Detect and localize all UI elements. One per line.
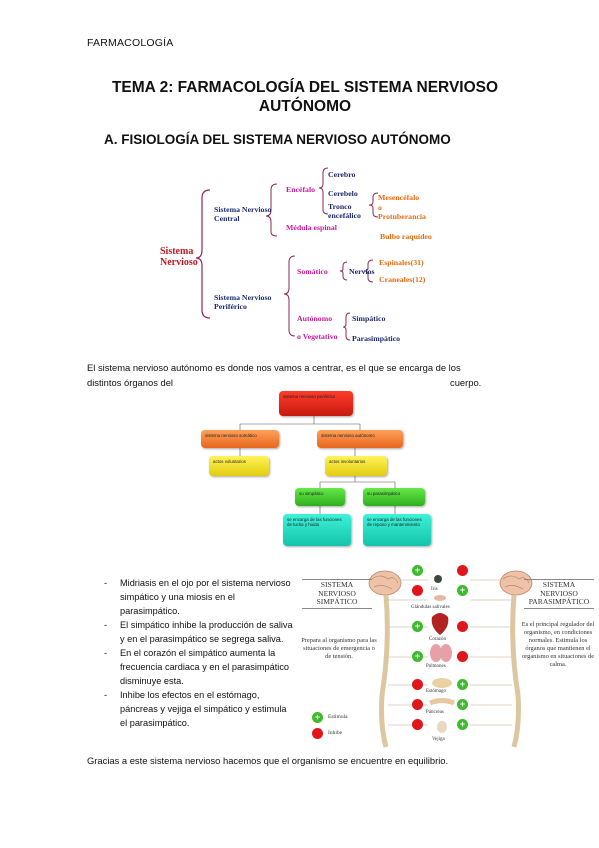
flow-left: sistema nervioso somático <box>201 430 279 448</box>
figure-right-title: SISTEMA NERVIOSO PARASIMPÁTICO <box>524 579 594 609</box>
tree-somatico: Somático <box>297 267 328 276</box>
list-item: -Midriasis en el ojo por el sistema nerv… <box>104 578 291 616</box>
stimulate-marker <box>412 621 423 632</box>
flow-parasimpatico: su parasimpático <box>363 488 425 506</box>
tree-espinales: Espinales(31) <box>379 258 424 267</box>
organ-label: Glándulas salivales <box>411 605 450 610</box>
tree-parasimpatico: Parasimpático <box>352 334 401 343</box>
organ-label: Estómago <box>426 689 446 694</box>
flow-simpatico: su simpático <box>295 488 345 506</box>
intro-text: El sistema nervioso autónomo es donde no… <box>87 362 461 388</box>
flow-top: sistema nervioso periférico <box>279 391 353 416</box>
tree-encefalo: Encéfalo <box>286 185 316 194</box>
tree-craneales: Craneales(12) <box>379 275 426 284</box>
autonomic-flowchart: sistema nervioso periférico sistema nerv… <box>195 388 435 548</box>
flow-simpatico-desc: se encarga de las funciones de lucha y h… <box>283 514 351 546</box>
tree-mesencefalo: Mesencéfalo <box>378 193 420 202</box>
flow-right: sistema nervioso autónomo <box>317 430 403 448</box>
stimulate-marker <box>457 585 468 596</box>
legend-inhibit-label: Inhibe <box>328 730 343 736</box>
flowchart-connectors <box>239 416 396 514</box>
tree-o: o <box>378 203 382 212</box>
tree-medula: Médula espinal <box>286 223 337 232</box>
ans-figure: SISTEMA NERVIOSO SIMPÁTICO SISTEMA NERVI… <box>300 565 598 750</box>
tree-nervios: Nervios <box>349 267 375 276</box>
organ-label: Páncreas <box>426 710 444 715</box>
inhibit-marker <box>412 585 423 596</box>
inhibit-marker <box>412 699 423 710</box>
organ-label: Pulmones <box>426 664 446 669</box>
stimulate-marker <box>412 651 423 662</box>
effects-list: -Midriasis en el ojo por el sistema nerv… <box>104 576 294 730</box>
stimulate-marker <box>457 719 468 730</box>
organ-label: Vejiga <box>432 737 445 742</box>
tree-protuberancia: Protuberancia <box>378 212 426 221</box>
salivary-gland-icon <box>434 595 446 601</box>
page-title: TEMA 2: FARMACOLOGÍA DEL SISTEMA NERVIOS… <box>111 79 499 115</box>
lungs-icon <box>430 644 442 662</box>
list-item: -En el corazón el simpático aumenta la f… <box>104 648 290 686</box>
tree-o-vegetativo: o Vegetativo <box>297 332 338 341</box>
inhibit-marker <box>457 621 468 632</box>
figure-right-desc: Es el principal regulador del organismo,… <box>521 621 595 668</box>
legend-inhibit-icon <box>312 728 323 739</box>
tree-autonomo: Autónomo <box>297 314 333 323</box>
inhibit-marker <box>412 719 423 730</box>
inhibit-marker <box>457 651 468 662</box>
flow-parasimpatico-desc: se encarga de las funciones de reposo y … <box>363 514 431 546</box>
tree-cerebelo: Cerebelo <box>328 189 358 198</box>
flow-actos-involuntarios: actos involuntarios <box>325 456 387 476</box>
tree-brackets <box>195 167 379 341</box>
figure-left-title: SISTEMA NERVIOSO SIMPÁTICO <box>302 579 372 609</box>
stimulate-marker <box>412 565 423 576</box>
closing-paragraph: Gracias a este sistema nervioso hacemos … <box>87 755 449 766</box>
tree-central: Sistema Nervioso Central <box>214 205 272 223</box>
organ-label: Iris <box>431 587 438 592</box>
inhibit-marker <box>412 679 423 690</box>
heart-icon <box>431 613 449 635</box>
stomach-icon <box>432 678 452 688</box>
inhibit-marker <box>457 565 468 576</box>
stimulate-marker <box>457 679 468 690</box>
tree-tronco: Tronco encefálico <box>328 202 361 220</box>
tree-root: Sistema Nervioso <box>160 246 198 268</box>
bladder-icon <box>437 721 447 733</box>
nervous-system-tree: Sistema Nervioso Sistema Nervioso Centra… <box>150 160 450 350</box>
tree-cerebro: Cerebro <box>328 170 356 179</box>
figure-left-desc: Prepara al organismo para las situacione… <box>301 637 377 660</box>
intro-paragraph: El sistema nervioso autónomo es donde no… <box>87 360 487 390</box>
section-heading: A. FISIOLOGÍA DEL SISTEMA NERVIOSO AUTÓN… <box>104 132 451 147</box>
organ-label: Corazón <box>429 637 446 642</box>
legend-stimulate-label: Estimula <box>328 714 348 720</box>
legend-stimulate-icon <box>312 712 323 723</box>
list-item: -Inhibe los efectos en el estómago, pánc… <box>104 690 287 728</box>
brain-left-icon <box>368 570 402 596</box>
intro-paragraph-end: cuerpo. <box>450 377 482 388</box>
tree-bulbo: Bulbo raquídeo <box>380 232 432 241</box>
flow-actos-voluntarios: actos voluntarios <box>209 456 269 476</box>
stimulate-marker <box>457 699 468 710</box>
tree-periferico: Sistema Nervioso Periférico <box>214 293 272 311</box>
list-item: -El simpático inhibe la producción de sa… <box>104 620 293 644</box>
tree-simpatico: Simpático <box>352 314 386 323</box>
page-header: FARMACOLOGÍA <box>87 37 174 49</box>
eye-icon <box>434 575 442 583</box>
pancreas-icon <box>429 698 455 706</box>
